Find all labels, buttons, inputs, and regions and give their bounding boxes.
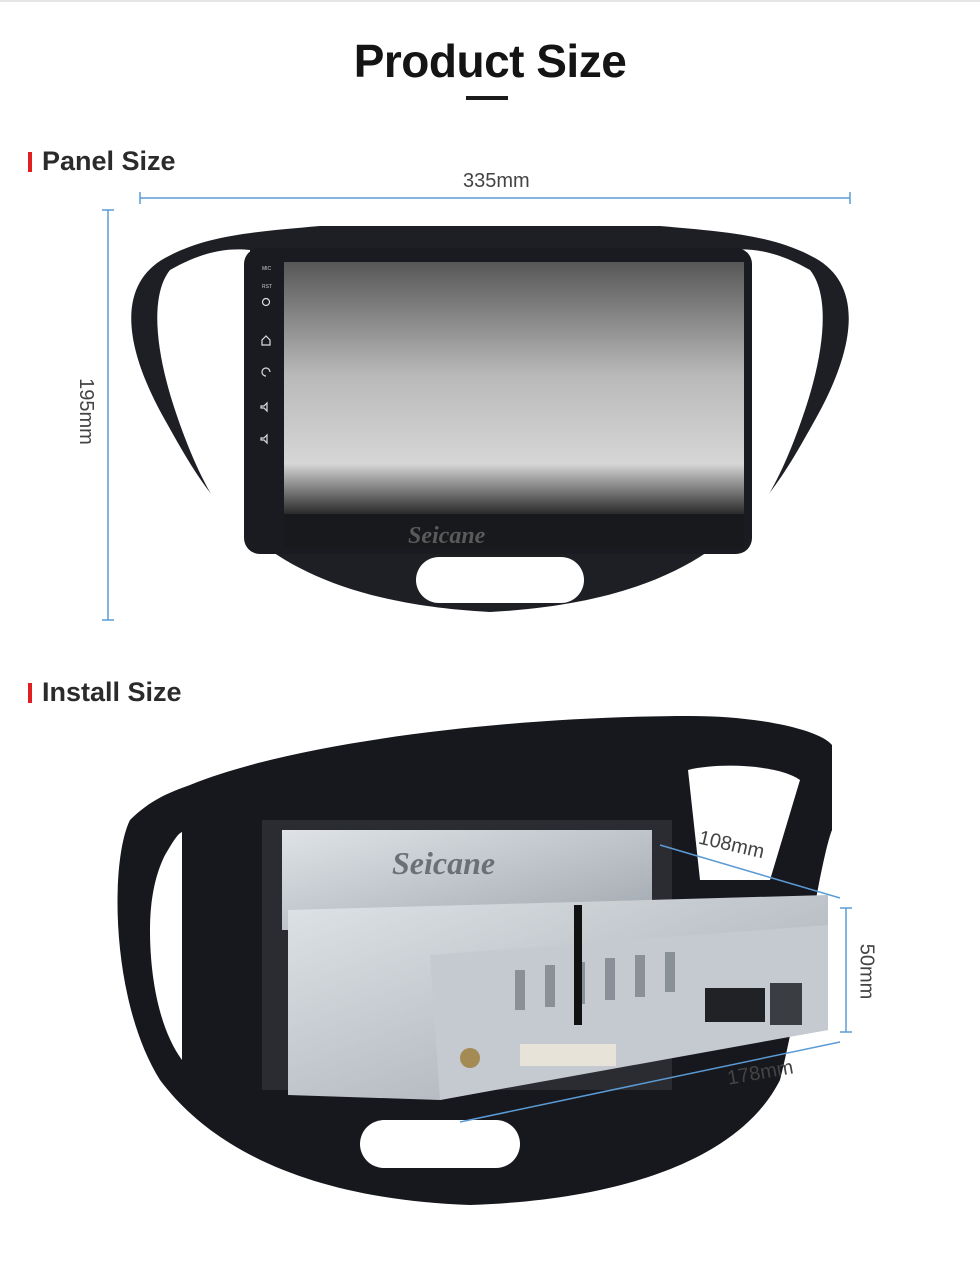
install-width-line xyxy=(459,1041,841,1123)
section-heading: Install Size xyxy=(42,677,182,707)
wiring-connector xyxy=(705,988,765,1022)
panel-height-line xyxy=(102,209,114,621)
install-right-cutout xyxy=(688,765,800,880)
panel-brand-logo: Seicane xyxy=(408,523,486,549)
mic-label: MIC xyxy=(262,266,272,272)
install-bottom-slot xyxy=(360,1120,520,1168)
left-cutout xyxy=(157,249,250,540)
side-buttons xyxy=(260,297,271,445)
page-title: Product Size xyxy=(353,35,627,87)
install-height-label: 50mm xyxy=(855,943,878,1000)
section-marker xyxy=(28,682,32,703)
usb-port xyxy=(770,983,802,1025)
install-brand-logo: Seicane xyxy=(392,845,495,881)
section-marker xyxy=(28,151,32,172)
rst-label: RST xyxy=(262,284,272,290)
panel-width-label: 335mm xyxy=(463,170,530,192)
panel-width-line xyxy=(139,192,851,204)
right-cutout xyxy=(730,249,823,540)
section-heading: Panel Size xyxy=(42,146,176,176)
title-underline xyxy=(466,96,508,100)
install-depth-line xyxy=(659,844,841,899)
antenna-port xyxy=(460,1048,480,1068)
top-divider xyxy=(0,0,980,2)
section-panel-size: Panel Size xyxy=(28,146,176,177)
section-install-size: Install Size xyxy=(28,677,182,708)
install-left-cutout xyxy=(150,832,182,1060)
touch-screen xyxy=(284,262,744,514)
bottom-slot xyxy=(416,557,584,603)
